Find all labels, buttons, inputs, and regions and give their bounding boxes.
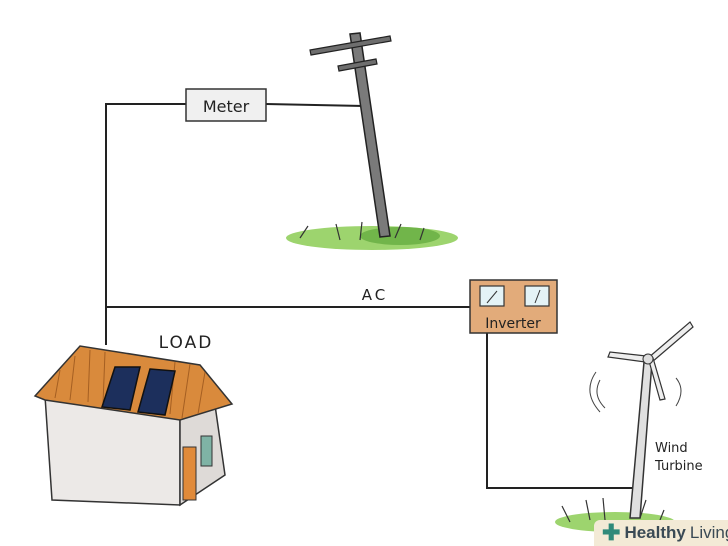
solar-panel [101, 366, 141, 411]
load-label: LOAD [159, 333, 214, 353]
meter-box: Meter [185, 88, 267, 122]
wire-meter-to-load [105, 103, 186, 345]
wiring [105, 103, 632, 489]
utility-pole [309, 32, 392, 238]
watermark-brand-bold: Healthy [624, 523, 686, 542]
wire-meter-to-pole [265, 103, 365, 107]
wind-turbine: Wind Turbine [555, 321, 703, 532]
solar-panel [137, 368, 176, 416]
gauge-icon [479, 285, 505, 307]
wind-turbine-label-2: Turbine [654, 459, 703, 474]
grass-pole [286, 221, 458, 250]
gauge-icon [524, 285, 550, 307]
watermark-brand-light: Living [689, 523, 728, 542]
plus-leaf-icon: ✚ [602, 520, 621, 545]
wind-turbine-label-1: Wind [655, 441, 688, 456]
inverter: Inverter [469, 279, 558, 334]
house [33, 345, 234, 507]
wire-inverter-to-turbine [486, 333, 632, 489]
window [200, 435, 213, 467]
door [182, 446, 197, 501]
inverter-label: Inverter [485, 316, 541, 332]
healthy-living-watermark: ✚ HealthyLiving [594, 520, 728, 546]
meter-label: Meter [203, 97, 250, 116]
ac-label: AC [362, 286, 388, 304]
